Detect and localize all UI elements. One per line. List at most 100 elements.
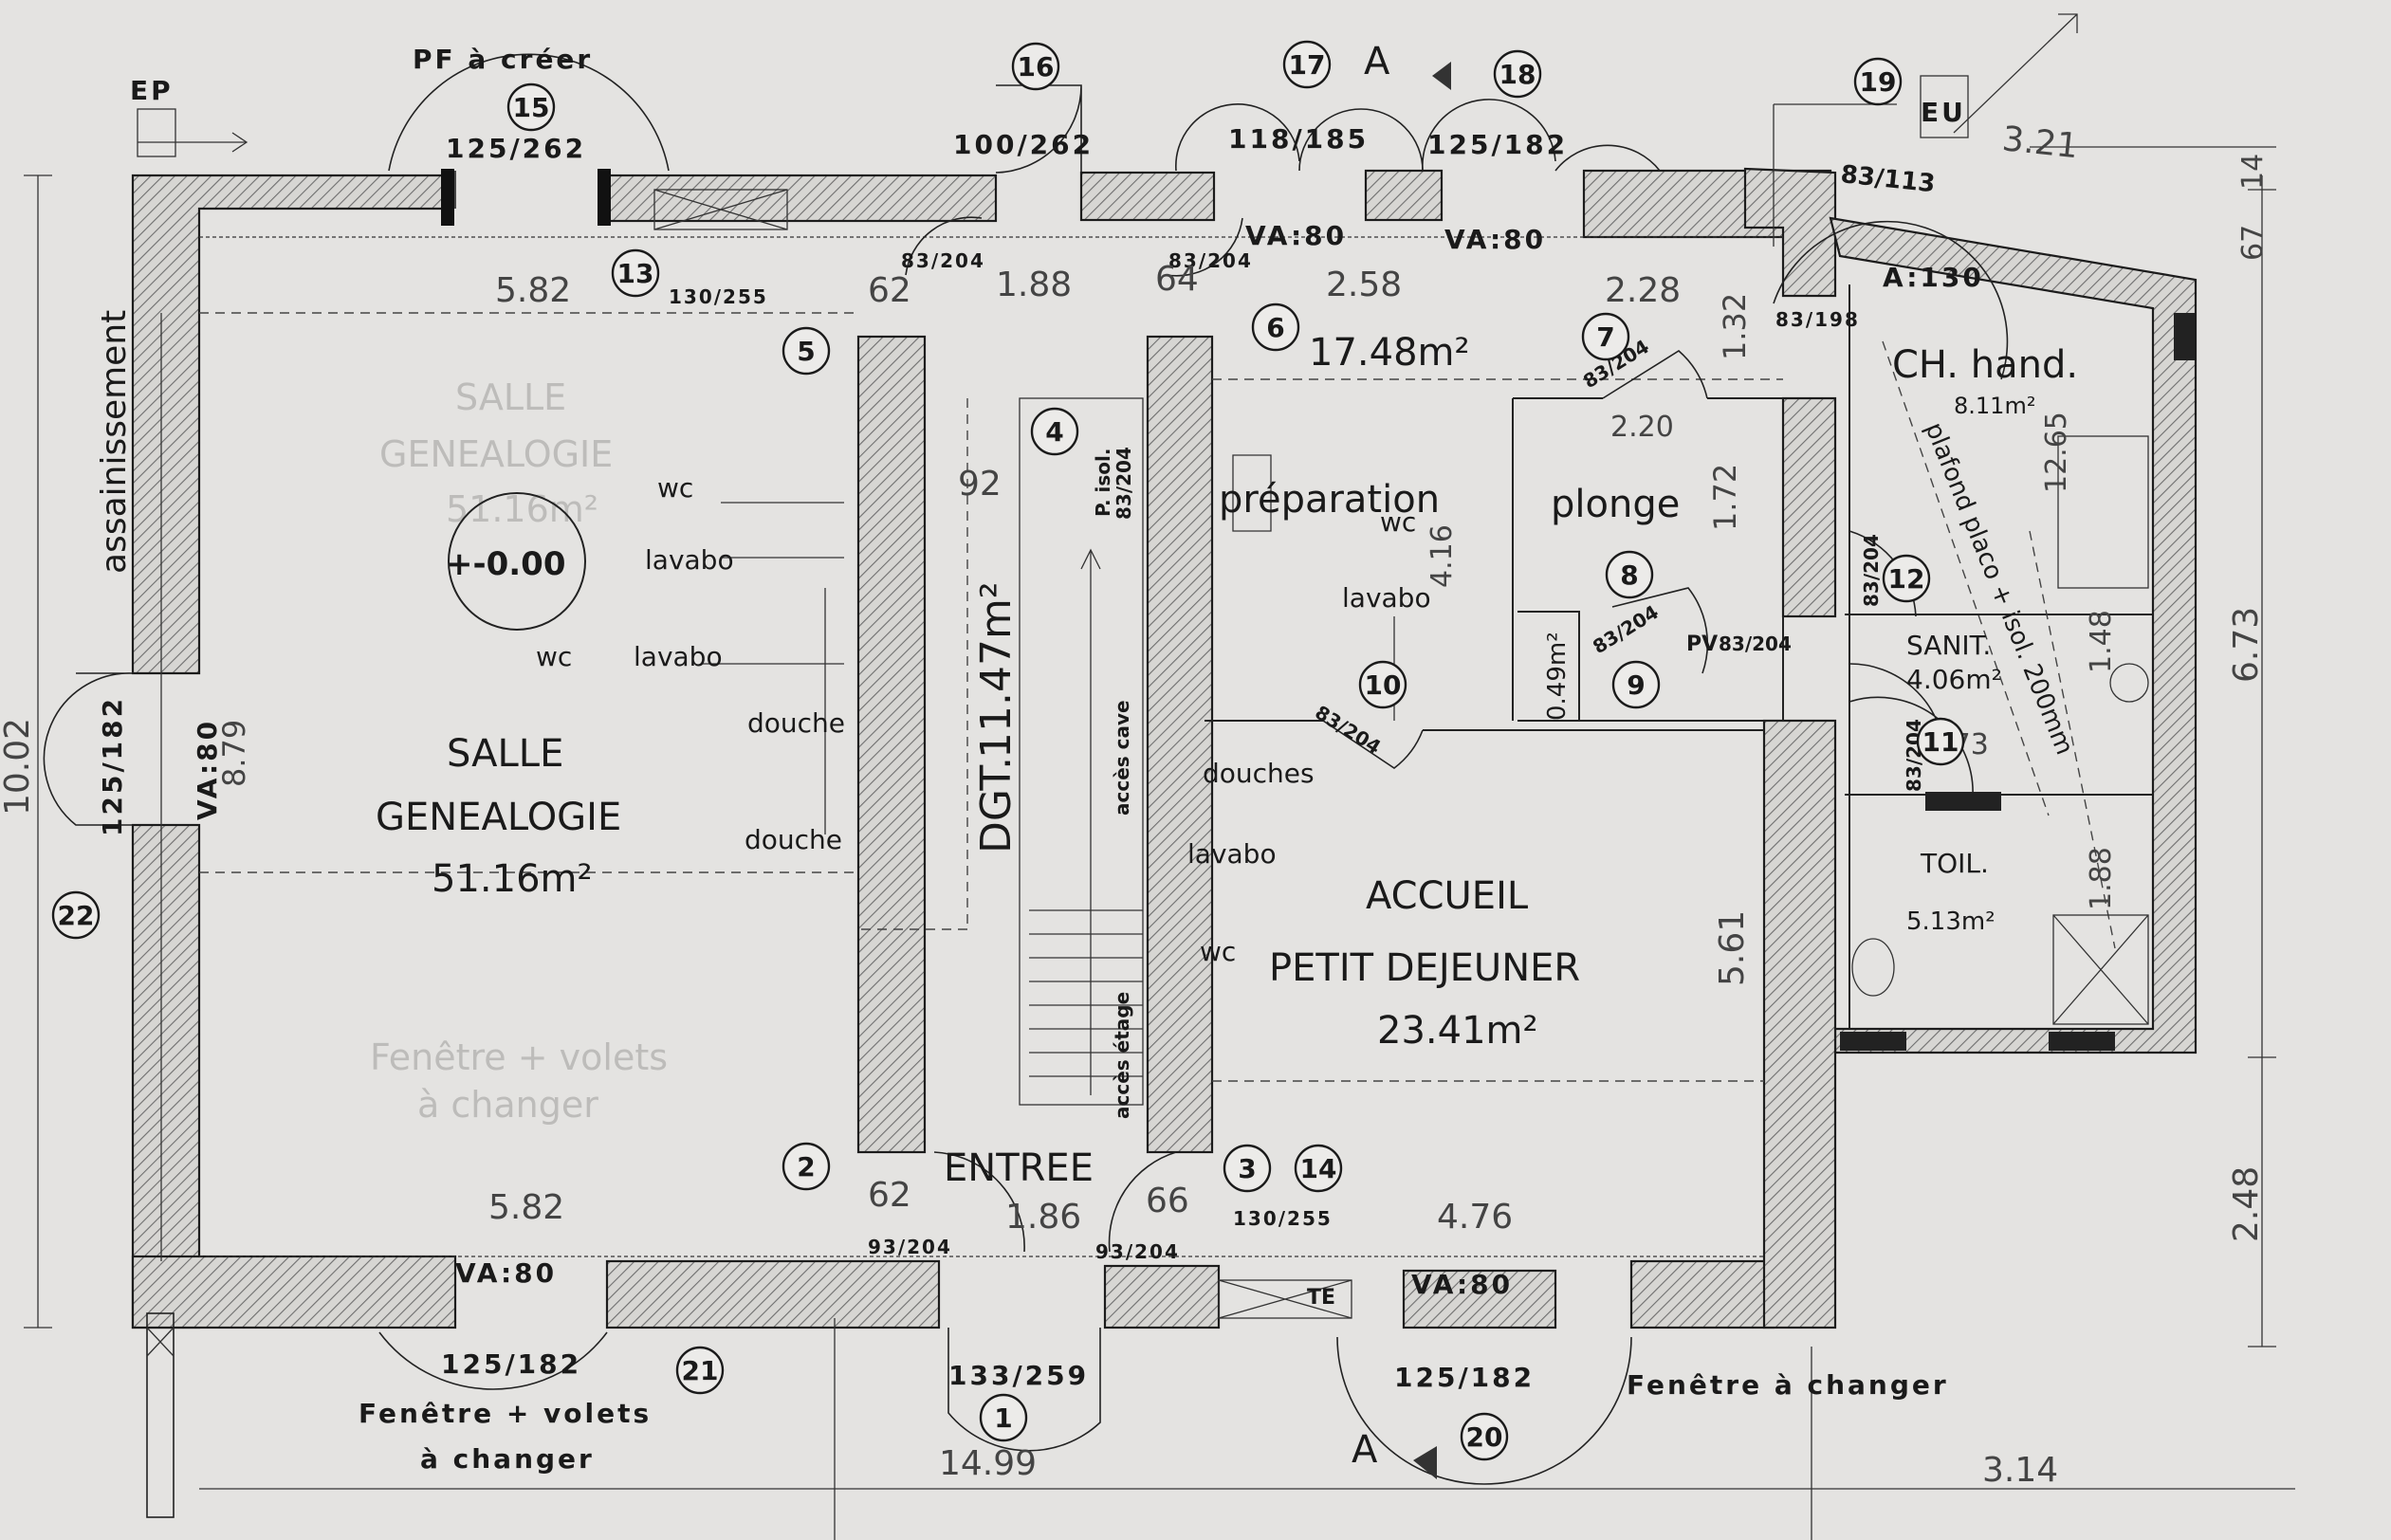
eu-label: EU [1921,97,1966,128]
room-name: TOIL. [1920,848,1989,879]
opening-marker-circle [782,1142,831,1191]
opening-marker-circle [782,326,831,376]
opening-size: 125/182 [441,1348,581,1380]
dimension: 12.65 [2040,412,2073,493]
opening-size: 93/204 [1095,1240,1180,1263]
wc-label: wc [1380,506,1416,538]
douches-label: douches [1203,758,1315,789]
opening-size: 130/255 [1233,1207,1333,1230]
va-label: VA:80 [455,1257,557,1289]
dimension: 5.82 [495,271,571,310]
opening-marker-number: 20 [1466,1421,1503,1453]
opening-marker-circle [1251,302,1300,352]
dimension: 5.82 [488,1188,564,1227]
dimension: 62 [868,271,911,310]
section-arrow-bottom [1413,1446,1437,1479]
lavabo-label: lavabo [1342,582,1431,614]
dimension: 67 [2236,225,2270,261]
opening-marker-circle [675,1346,725,1395]
opening-marker-circle [1358,660,1407,709]
opening-size: 125/182 [1427,129,1568,160]
dimension: 2.28 [1605,271,1681,310]
p-isol-size: 83/204 [1113,447,1135,520]
pf-a-creer-note: PF à créer [413,44,593,75]
wc-label: wc [657,472,693,504]
opening-marker-number: 12 [1888,563,1925,595]
room-name: préparation [1219,478,1440,522]
opening-marker-circle [1223,1144,1272,1193]
room-name: SALLE [447,732,563,776]
dimension: 2.20 [1610,411,1674,444]
dimension: 5.61 [1713,910,1752,986]
opening-marker-number: 15 [513,92,550,123]
opening-marker-circle [506,82,556,132]
dimension: 66 [1146,1182,1189,1220]
opening-marker-number: 16 [1018,51,1055,82]
acces-etage-label: accès étage [1111,992,1133,1119]
opening-marker-circle [1605,550,1654,599]
opening-marker-circle [1581,312,1630,361]
room-area: 51.16m² [432,857,593,901]
section-label: A [1364,40,1390,83]
dimension: 10.02 [0,718,37,816]
annotations: PF à créer EP EU assainissement Fenêtre … [95,40,1966,1475]
opening-marker-circle [611,248,660,298]
opening-marker-number: 18 [1499,59,1536,90]
dimension: 3.14 [1982,1451,2058,1490]
opening-size: 83/204 [1168,249,1253,272]
dimension-lines [24,13,2295,1540]
va-label: VA:80 [192,719,223,820]
ghost-text: 51.16m² [446,488,598,530]
opening-marker-number: 17 [1289,49,1326,81]
room-area: 0.49m² [1543,632,1572,721]
ghost-text: Fenêtre + volets [370,1036,668,1078]
dimension: 64 [1155,260,1199,299]
dimension: 1.86 [1005,1198,1081,1237]
opening-marker-circle [1011,42,1060,91]
a130-label: A:130 [1883,262,1984,293]
dimension: 2.58 [1326,266,1402,304]
opening-marker-number: 2 [797,1151,815,1182]
level-marker: +-0.00 [446,545,566,583]
opening-marker-number: 11 [1922,726,1959,758]
ghost-text: à changer [417,1084,598,1126]
wc-label: wc [536,641,572,672]
opening-marker-number: 6 [1266,312,1284,343]
dimension: 14 [2236,154,2270,190]
pv-label: PV [1686,632,1718,656]
opening-swings [43,53,2149,1518]
opening-size: 93/204 [868,1236,952,1258]
opening-marker-number: 22 [58,900,95,931]
p-isol-label: P. isol. [1092,449,1114,518]
room-area: 17.48m² [1309,331,1470,375]
room-name: plonge [1551,483,1680,526]
interior-walls [199,284,2195,1154]
dimension: 4.16 [1425,524,1459,588]
opening-marker-circle [1916,717,1965,766]
opening-marker-number: 5 [797,336,815,367]
lavabo-label: lavabo [634,641,723,672]
room-name: CH. hand. [1892,343,2078,387]
opening-marker-circle [1460,1412,1509,1461]
room-name: ENTREE [944,1146,1094,1190]
ghost-text: SALLE [455,376,566,418]
opening-marker-number: 3 [1238,1153,1256,1184]
douche-label: douche [747,707,845,739]
opening-marker-number: 14 [1300,1153,1337,1184]
va-label: VA:80 [1411,1269,1513,1300]
opening-size: 83/198 [1775,308,1860,331]
va-label: VA:80 [1444,224,1546,255]
show-through-text: SALLE GENEALOGIE 51.16m² Fenêtre + volet… [370,376,668,1126]
dimension: 1.88 [996,266,1072,304]
dimension: 4.76 [1437,1198,1513,1237]
opening-marker-number: 13 [617,258,654,289]
opening-marker-number: 19 [1860,66,1897,98]
window-note: Fenêtre + volets [359,1398,652,1429]
room-area: 4.06m² [1906,664,2002,695]
room-name: DGT. [972,757,1021,853]
dimension: 8.79 [216,720,252,787]
opening-marker-circle [1853,57,1903,106]
dimension: 62 [868,1176,911,1215]
